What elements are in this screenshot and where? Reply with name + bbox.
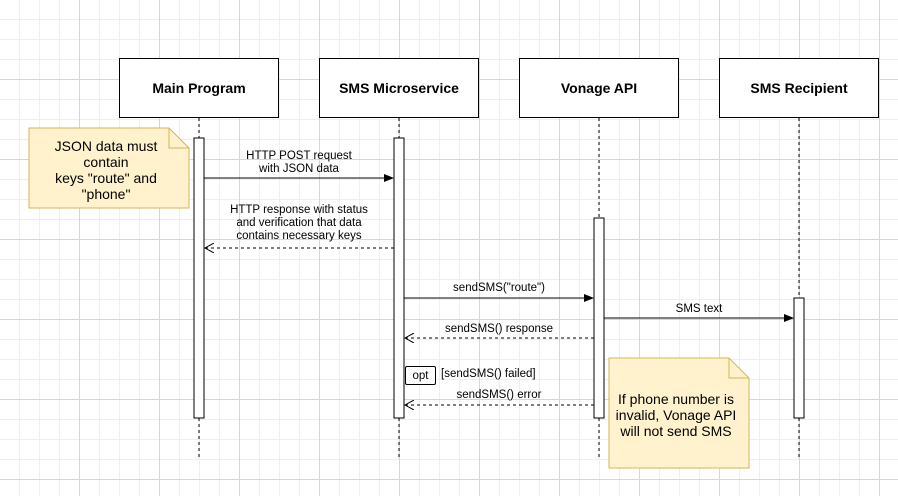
message-line: contains necessary keys (236, 230, 362, 242)
actor-label: SMS Recipient (750, 80, 848, 96)
note-json-shape (28, 127, 190, 209)
note-invalid-phone: If phone number is invalid, Vonage API w… (609, 358, 749, 468)
message-send-sms-label: sendSMS("route") (404, 282, 594, 295)
actor-label: SMS Microservice (339, 80, 459, 96)
message-sms-text-label: SMS text (604, 303, 794, 316)
message-send-error-label: sendSMS() error (404, 389, 594, 402)
message-post-label: HTTP POST request with JSON data (204, 150, 394, 176)
note-line: If phone number is (618, 391, 734, 407)
message-line: HTTP response with status (230, 204, 368, 216)
note-line: invalid, Vonage API (615, 407, 737, 423)
note-phone-shape (608, 357, 750, 469)
actor-label: Vonage API (560, 80, 638, 96)
note-json-fold (168, 128, 189, 149)
actor-label: Main Program (152, 80, 246, 96)
actor-vonage-api: Vonage API (519, 58, 679, 118)
activation-sms (393, 137, 405, 419)
actor-sms-microservice: SMS Microservice (319, 58, 479, 118)
message-line: sendSMS() error (456, 389, 542, 401)
message-line: sendSMS("route") (453, 282, 545, 294)
actor-sms-recipient: SMS Recipient (719, 58, 879, 118)
note-line: keys "route" and "phone" (55, 170, 157, 202)
actor-main-program: Main Program (119, 58, 279, 118)
activation-recipient (793, 297, 805, 419)
message-line: and verification that data (236, 217, 362, 229)
opt-fragment-tag: opt (405, 366, 436, 385)
message-line: SMS text (675, 303, 723, 315)
message-line: HTTP POST request (246, 150, 352, 162)
note-line: JSON data must contain (54, 138, 158, 170)
note-json-data: JSON data must contain keys "route" and … (29, 128, 189, 208)
message-send-response-label: sendSMS() response (404, 323, 594, 336)
activation-main (193, 137, 205, 419)
note-line: will not send SMS (620, 423, 732, 439)
message-http-response-label: HTTP response with status and verificati… (204, 204, 394, 243)
opt-fragment-condition: [sendSMS() failed] (441, 368, 536, 380)
message-line: sendSMS() response (444, 323, 554, 335)
activation-vonage (593, 217, 605, 419)
note-phone-fold (728, 358, 749, 379)
message-line: with JSON data (259, 163, 339, 175)
